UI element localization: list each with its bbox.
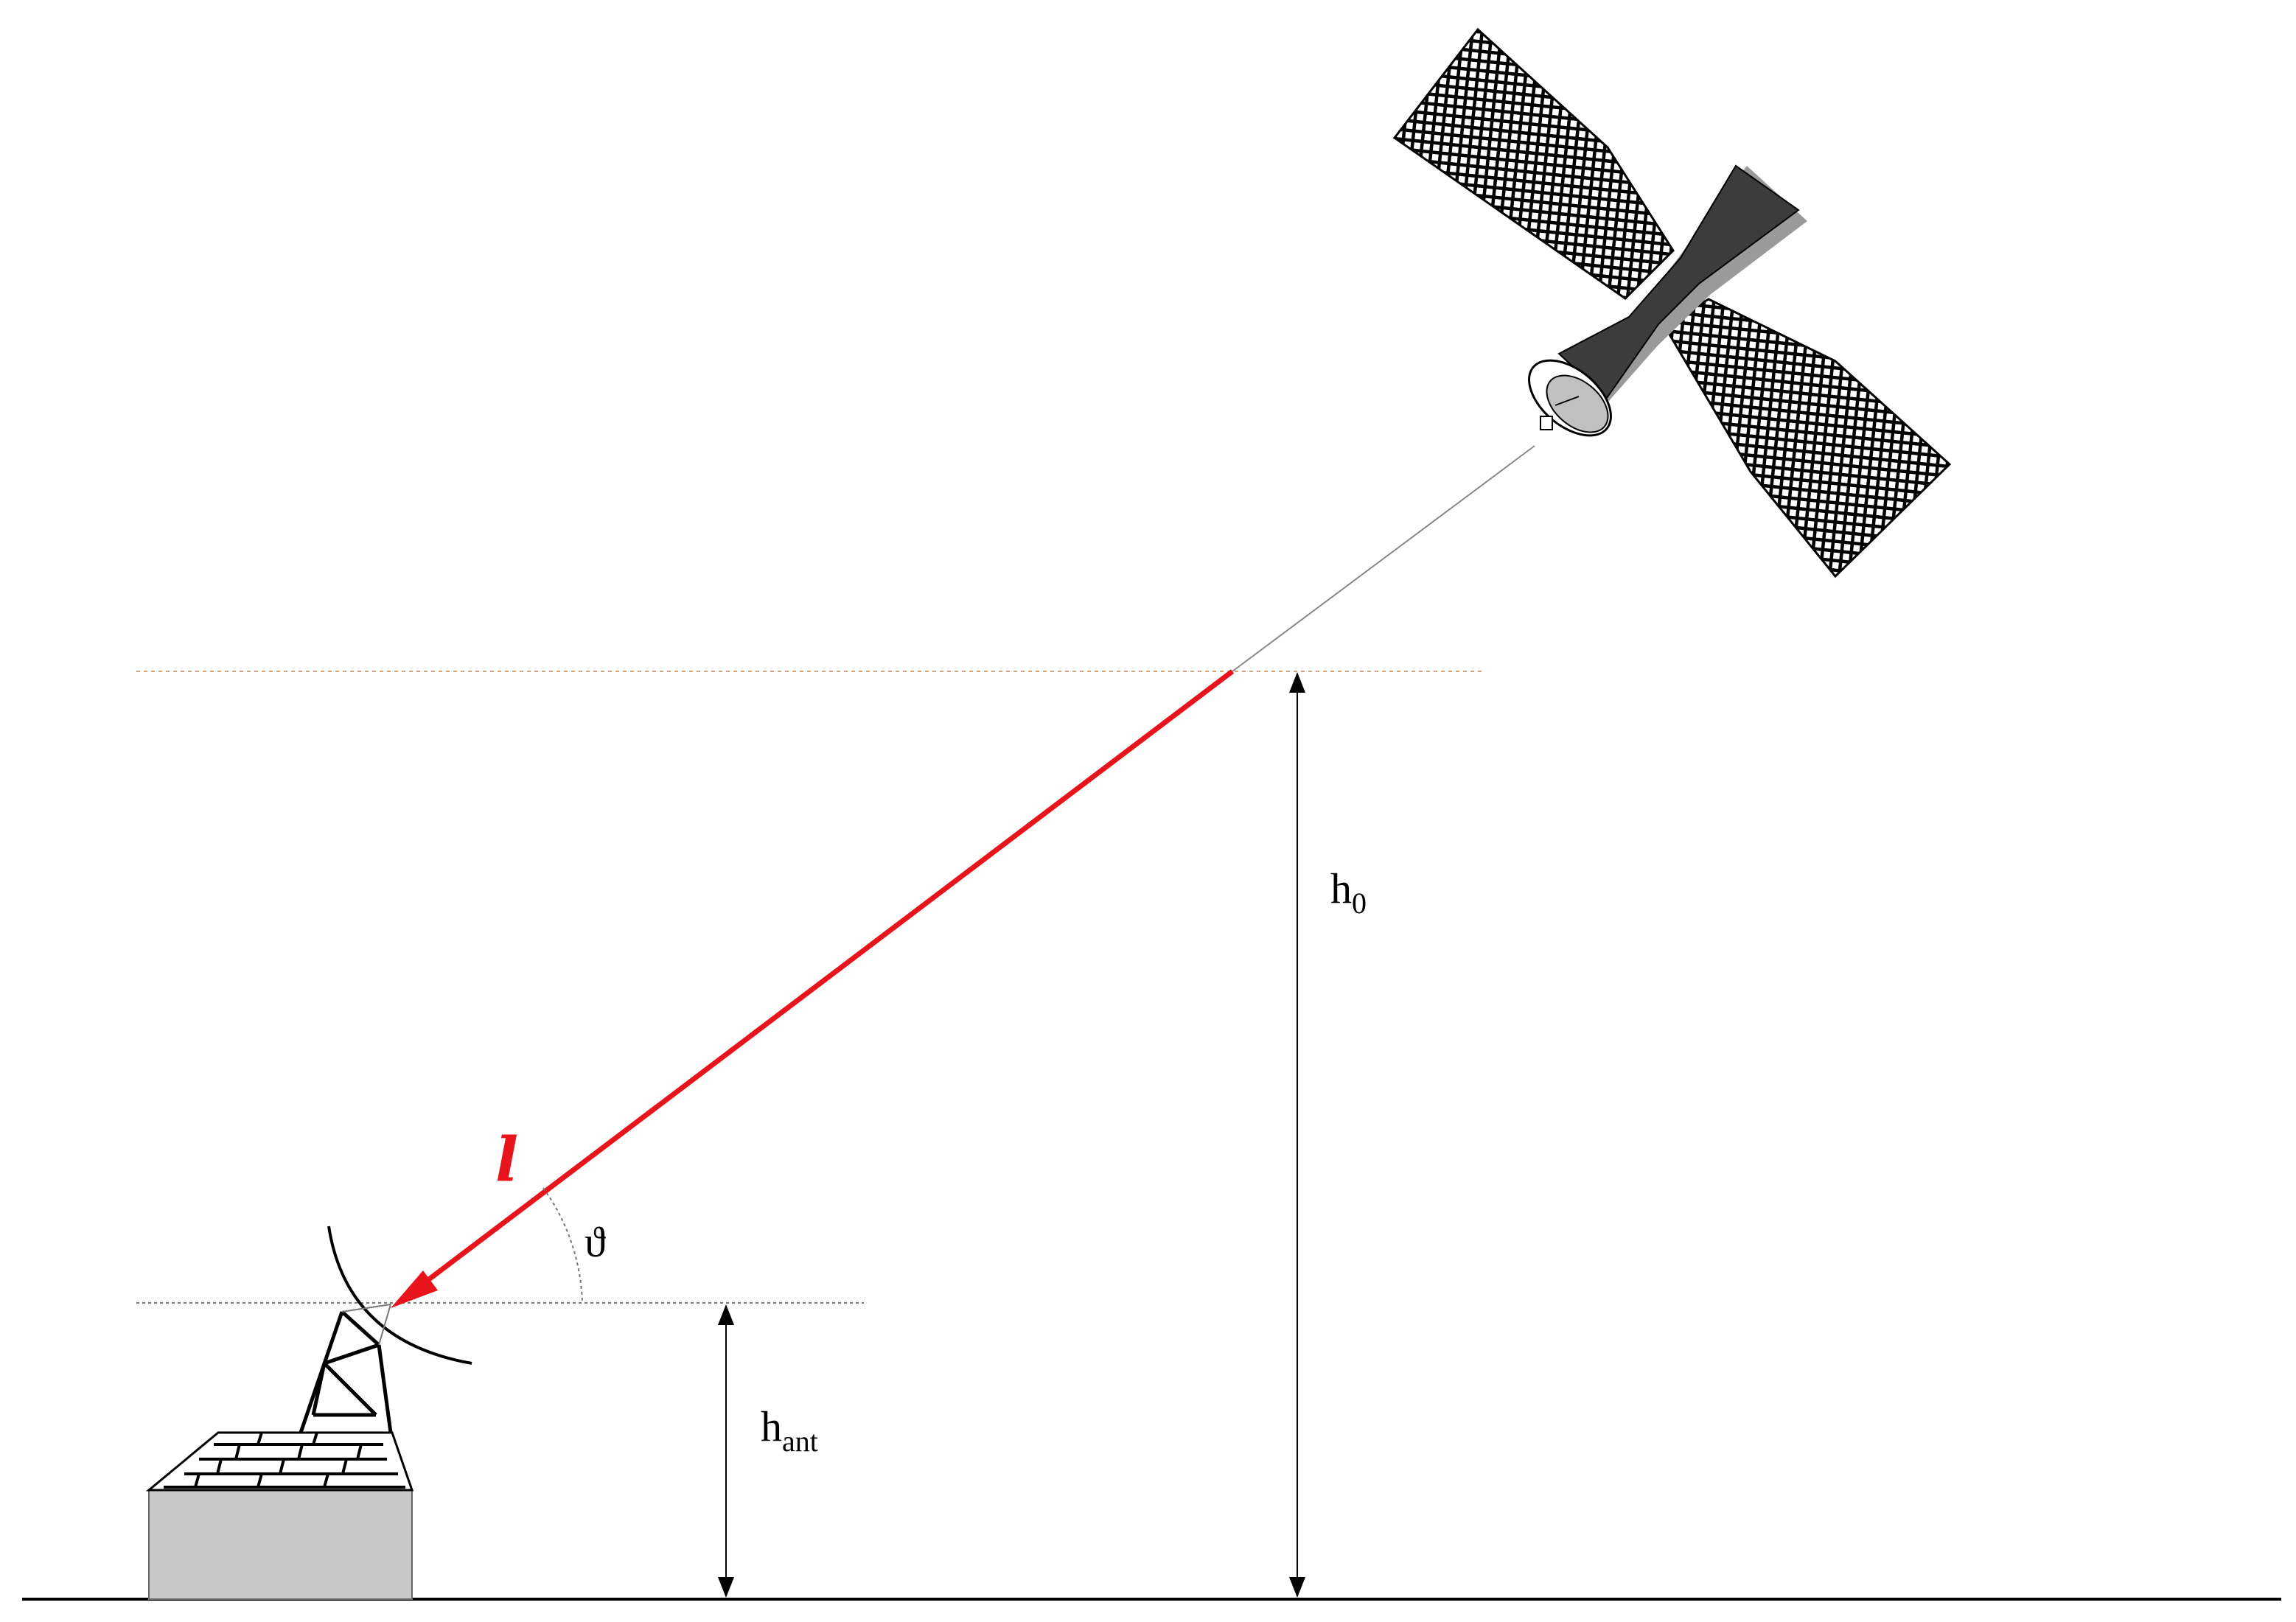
building-icon <box>145 1431 414 1600</box>
satellite-icon <box>1392 27 1952 578</box>
hant-dimension-arrow <box>718 1304 734 1598</box>
elevation-angle-label: ϑ <box>585 1218 606 1266</box>
path-length-label: l <box>495 1125 518 1195</box>
h0-label: h0 <box>1330 864 1367 920</box>
hant-label: hant <box>761 1402 818 1458</box>
elevation-angle-arc <box>542 1187 583 1304</box>
line-of-sight-extension <box>1232 445 1535 672</box>
slant-path-arrow <box>391 669 1235 1308</box>
h0-dimension-arrow <box>1289 672 1305 1598</box>
antenna-tower-icon <box>299 1226 472 1433</box>
